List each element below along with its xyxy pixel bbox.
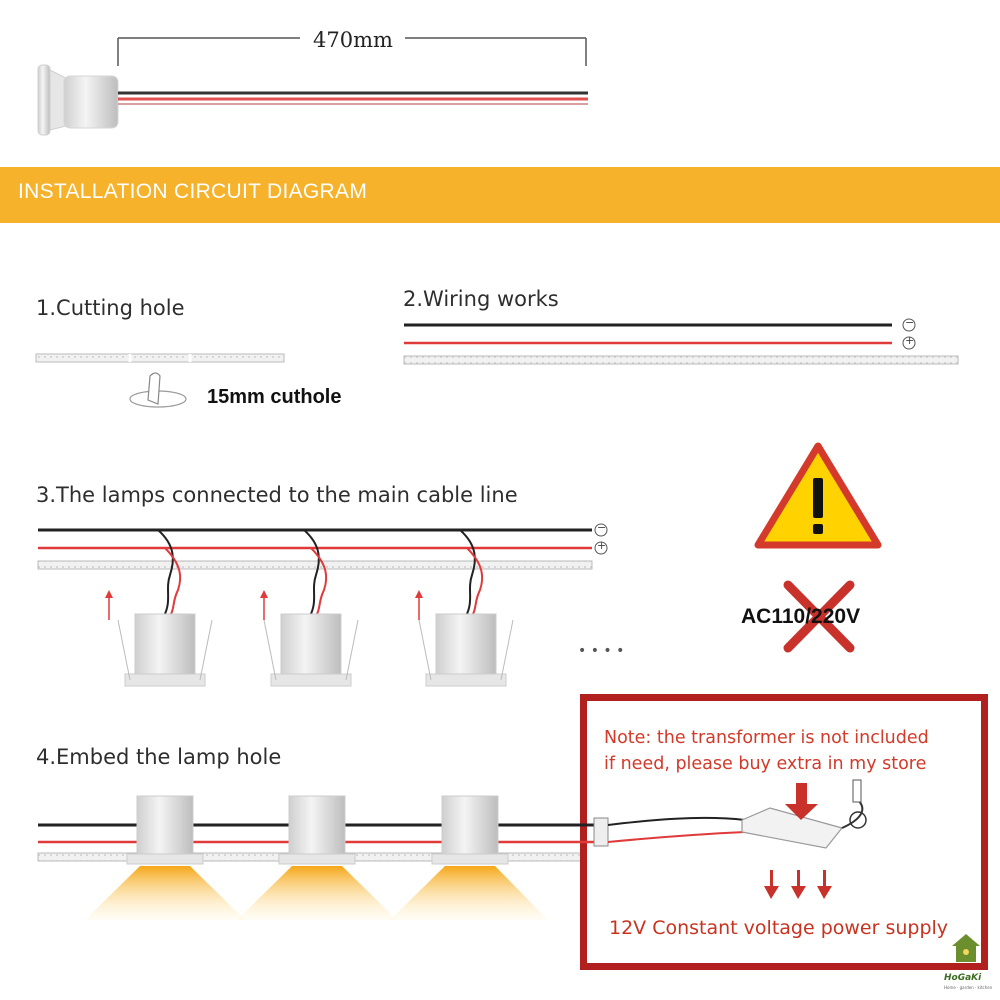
cut-hole-label: 15mm cuthole [207,386,342,408]
positive-terminal-icon [902,336,916,350]
drill-cut-icon [129,372,187,408]
positive-symbol: + [905,334,915,347]
negative-symbol: − [905,316,915,329]
main-cable-step3 [38,528,592,550]
continuation-dots: • • • • [578,643,625,659]
ac-voltage-label: AC110/220V [741,605,861,628]
product-lamp-illustration [37,64,119,136]
positive-symbol: + [597,539,607,552]
lamp-connection-1 [105,529,213,687]
embedded-lamp-2 [237,795,397,920]
section-banner [0,167,1000,223]
length-dimension-label: 470mm [313,28,393,52]
note-line-1: Note: the transformer is not included [604,728,929,748]
ceiling-board-step3 [37,560,593,570]
section-title: INSTALLATION CIRCUIT DIAGRAM [18,180,368,203]
ceiling-board-step1 [35,353,285,363]
brand-tagline: Home · garden · kitchen [944,985,993,990]
main-cable-step2 [404,323,892,345]
embedded-lamp-1 [85,795,245,920]
embedded-lamp-3 [390,795,548,920]
power-supply-label: 12V Constant voltage power supply [609,917,949,939]
note-line-2: if need, please buy extra in my store [604,754,927,774]
step2-title: 2.Wiring works [403,287,559,311]
negative-symbol: − [597,521,607,534]
step1-title: 1.Cutting hole [36,296,185,320]
step3-title: 3.The lamps connected to the main cable … [36,483,518,507]
dimension-line [117,37,587,66]
negative-terminal-icon [594,523,608,537]
warning-triangle-icon [754,442,882,549]
brand-logo: HoGaKi [944,973,982,983]
negative-terminal-icon [902,318,916,332]
product-cable [118,91,588,105]
step4-title: 4.Embed the lamp hole [36,745,282,769]
lamp-connection-3 [415,529,514,687]
ceiling-board-step2 [403,355,959,365]
positive-terminal-icon [594,541,608,555]
lamp-connection-2 [260,529,359,687]
prohibited-cross-icon [783,580,855,653]
